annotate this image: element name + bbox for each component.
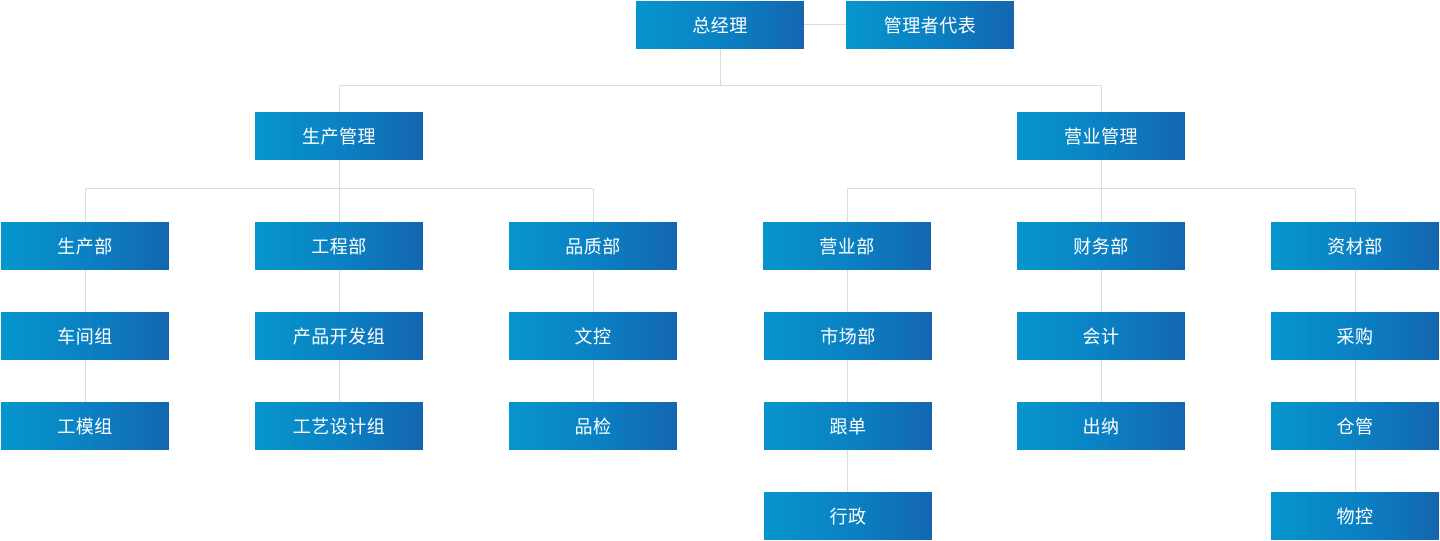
node-label: 工模组	[57, 417, 113, 438]
node-label: 工艺设计组	[292, 417, 386, 438]
node-label: 财务部	[1073, 237, 1129, 258]
node-cashier[interactable]: 出纳	[1017, 402, 1185, 450]
node-procurement[interactable]: 采购	[1271, 312, 1439, 360]
node-label: 总经理	[692, 16, 748, 37]
node-engineering-dept[interactable]: 工程部	[255, 222, 423, 270]
node-production-dept[interactable]: 生产部	[1, 222, 169, 270]
node-label: 品质部	[565, 237, 621, 258]
node-label: 生产管理	[302, 127, 376, 148]
node-sales-dept[interactable]: 营业部	[763, 222, 931, 270]
node-administration[interactable]: 行政	[764, 492, 932, 540]
node-order-follow-up[interactable]: 跟单	[764, 402, 932, 450]
node-process-design-group[interactable]: 工艺设计组	[255, 402, 423, 450]
node-sales-mgmt[interactable]: 营业管理	[1017, 112, 1185, 160]
node-warehouse[interactable]: 仓管	[1271, 402, 1439, 450]
node-label: 管理者代表	[883, 16, 977, 37]
node-general-manager[interactable]: 总经理	[636, 1, 804, 49]
node-label: 营业管理	[1064, 127, 1138, 148]
node-production-mgmt[interactable]: 生产管理	[255, 112, 423, 160]
node-label: 市场部	[820, 327, 876, 348]
node-marketing-dept[interactable]: 市场部	[764, 312, 932, 360]
node-quality-dept[interactable]: 品质部	[509, 222, 677, 270]
node-label: 产品开发组	[292, 327, 386, 348]
node-label: 会计	[1082, 327, 1120, 348]
node-workshop-group[interactable]: 车间组	[1, 312, 169, 360]
node-product-dev-group[interactable]: 产品开发组	[255, 312, 423, 360]
node-quality-inspection[interactable]: 品检	[509, 402, 677, 450]
node-label: 仓管	[1336, 417, 1374, 438]
node-material-control[interactable]: 物控	[1271, 492, 1439, 540]
node-label: 生产部	[57, 237, 113, 258]
node-label: 营业部	[819, 237, 875, 258]
node-label: 文控	[574, 327, 612, 348]
node-label: 车间组	[57, 327, 113, 348]
node-label: 资材部	[1327, 237, 1383, 258]
node-label: 采购	[1336, 327, 1374, 348]
node-label: 品检	[574, 417, 612, 438]
node-label: 物控	[1336, 507, 1374, 528]
node-management-rep[interactable]: 管理者代表	[846, 1, 1014, 49]
node-accounting[interactable]: 会计	[1017, 312, 1185, 360]
node-label: 跟单	[829, 417, 867, 438]
node-label: 工程部	[311, 237, 367, 258]
node-document-control[interactable]: 文控	[509, 312, 677, 360]
node-finance-dept[interactable]: 财务部	[1017, 222, 1185, 270]
node-mold-group[interactable]: 工模组	[1, 402, 169, 450]
node-materials-dept[interactable]: 资材部	[1271, 222, 1439, 270]
node-label: 出纳	[1082, 417, 1120, 438]
node-label: 行政	[829, 507, 867, 528]
